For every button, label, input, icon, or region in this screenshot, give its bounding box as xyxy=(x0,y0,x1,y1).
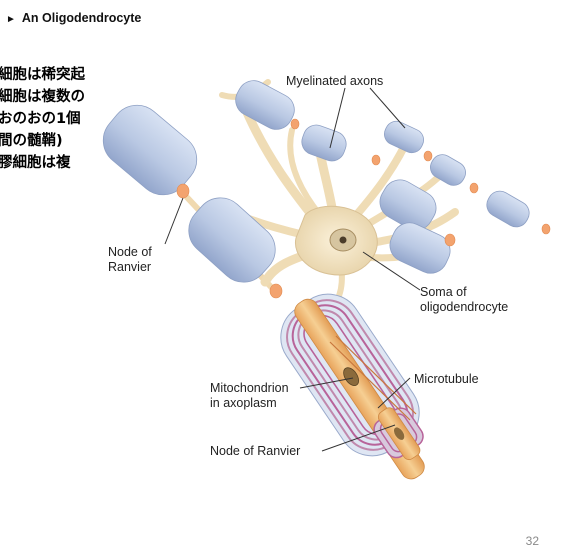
leader-line xyxy=(369,87,406,129)
japanese-line: 細胞は複数の xyxy=(0,89,85,105)
label-line: Soma of xyxy=(420,285,467,299)
myelin-segments xyxy=(102,80,530,283)
myelin-segment xyxy=(188,197,276,283)
node-of-ranvier xyxy=(176,183,190,199)
label-mitochondrion: Mitochondrion in axoplasm xyxy=(210,381,289,411)
slide-title-text: An Oligodendrocyte xyxy=(21,11,142,25)
node-of-ranvier xyxy=(444,233,456,247)
label-myelinated-axons: Myelinated axons xyxy=(286,74,384,88)
myelin-segment xyxy=(102,104,198,196)
myelin-segment xyxy=(379,179,437,231)
japanese-line: おのおの1個 xyxy=(0,111,81,127)
myelin-segment xyxy=(301,124,347,162)
slide-title: ► An Oligodendrocyte xyxy=(6,11,141,25)
japanese-text-block: 細胞は稀突起 細胞は複数の おのおの1個 間の髄鞘) 膠細胞は複 xyxy=(0,64,85,174)
leader-line xyxy=(329,87,346,149)
myelin-segment xyxy=(430,154,466,186)
page-number: 32 xyxy=(525,534,539,548)
leader-lines xyxy=(164,87,421,452)
japanese-line: 間の髄鞘) xyxy=(0,133,63,149)
leader-line xyxy=(377,377,411,409)
node-of-ranvier xyxy=(371,154,381,166)
label-node-of-ranvier-bottom: Node of Ranvier xyxy=(210,444,301,458)
soma xyxy=(294,205,378,276)
myelin-segment xyxy=(389,222,451,274)
myelin-segment xyxy=(486,190,530,228)
label-line: Node of xyxy=(108,245,152,259)
leader-line xyxy=(299,377,354,389)
node-of-ranvier xyxy=(269,283,283,299)
label-microtubule: Microtubule xyxy=(414,372,479,386)
node-of-ranvier xyxy=(541,223,551,235)
label-soma: Soma of oligodendrocyte xyxy=(420,285,508,315)
triangle-bullet-icon: ► xyxy=(6,14,16,25)
myelin-segment xyxy=(384,120,424,154)
label-line: Mitochondrion xyxy=(210,381,289,395)
axon-cutaway xyxy=(280,293,425,480)
node-of-ranvier xyxy=(469,182,479,194)
leader-line xyxy=(362,251,421,291)
myelin-segment xyxy=(235,80,295,130)
leader-line xyxy=(164,197,184,245)
japanese-line: 膠細胞は複 xyxy=(0,155,71,171)
label-node-of-ranvier: Node of Ranvier xyxy=(108,245,152,275)
label-line: in axoplasm xyxy=(210,396,277,410)
node-of-ranvier xyxy=(290,118,300,130)
japanese-line: 細胞は稀突起 xyxy=(0,67,85,83)
label-line: oligodendrocyte xyxy=(420,300,509,314)
node-of-ranvier xyxy=(423,150,433,162)
leader-line xyxy=(321,424,396,452)
label-line: Ranvier xyxy=(108,260,152,274)
nodes-of-ranvier xyxy=(176,118,551,299)
